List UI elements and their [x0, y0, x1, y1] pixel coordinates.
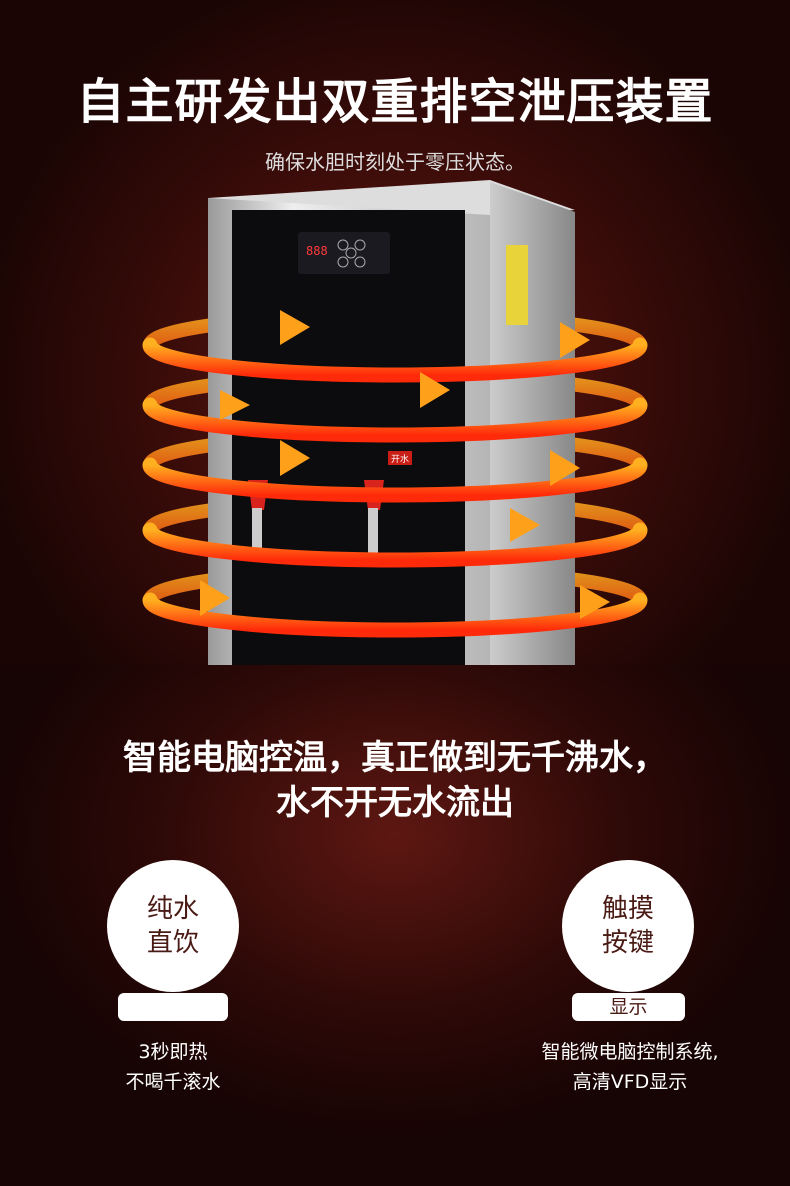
- arrow-heads: [200, 310, 610, 619]
- svg-text:888: 888: [306, 244, 328, 258]
- caption-line: 智能微电脑控制系统,: [541, 1041, 719, 1063]
- ring-front-arrows: [142, 337, 648, 638]
- caption-line: 不喝千滚水: [125, 1071, 221, 1093]
- badge-pedestal: 显示: [572, 993, 685, 1021]
- feature-headline-line2: 水不开无水流出: [276, 783, 514, 823]
- badge-pure-water: 纯水 直饮: [107, 860, 239, 992]
- badge-title: 纯水: [146, 894, 199, 924]
- caption-line: 3秒即热: [138, 1041, 208, 1063]
- feature-headline-line1: 智能电脑控温，真正做到无千沸水，: [123, 738, 667, 778]
- caption-line: 高清VFD显示: [572, 1071, 688, 1093]
- badge-title: 按键: [601, 928, 654, 958]
- badge-title: 触摸: [601, 894, 654, 924]
- badge-caption: 3秒即热 不喝千滚水: [73, 1037, 273, 1097]
- page-title: 自主研发出双重排空泄压装置: [76, 74, 714, 130]
- badge-caption: 智能微电脑控制系统, 高清VFD显示: [500, 1037, 760, 1097]
- badge-touch-keys: 触摸 按键: [562, 860, 694, 992]
- warning-label: [506, 245, 528, 325]
- control-display: [298, 232, 390, 274]
- tap-label: 开水: [391, 453, 409, 465]
- page-subtitle: 确保水胆时刻处于零压状态。: [265, 150, 525, 174]
- badge-title: 直饮: [146, 928, 199, 958]
- water-boiler-illustration: 888 开水: [142, 180, 648, 665]
- badge-pedestal: [118, 993, 228, 1021]
